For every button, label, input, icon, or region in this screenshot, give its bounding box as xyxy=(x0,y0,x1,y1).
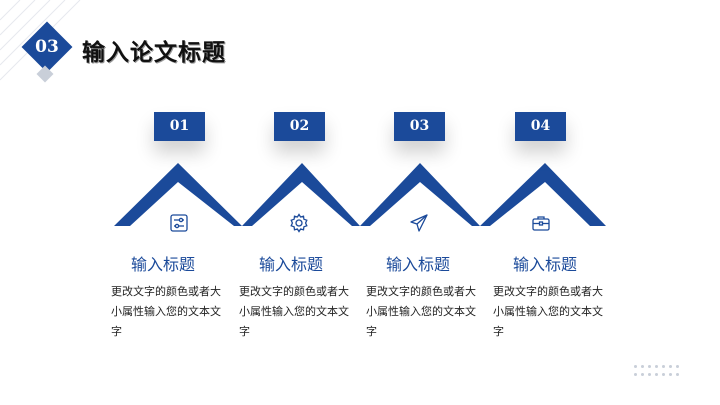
step-number-tab-2: 02 xyxy=(274,112,325,141)
page-title: 输入论文标题 xyxy=(82,40,226,66)
step-title-1: 输入标题 xyxy=(130,255,195,274)
dot-grid-decoration xyxy=(634,365,683,376)
step-description-2: 更改文字的颜色或者大小属性输入您的文本文字 xyxy=(239,285,349,338)
step-title-4: 输入标题 xyxy=(512,255,577,274)
briefcase-icon xyxy=(530,212,552,234)
step-title-3: 输入标题 xyxy=(385,255,450,274)
gear-icon xyxy=(288,212,310,234)
section-badge: 03 xyxy=(21,21,73,73)
step-description-3: 更改文字的颜色或者大小属性输入您的文本文字 xyxy=(366,285,476,338)
sliders-icon xyxy=(168,212,190,234)
step-number-tab-1: 01 xyxy=(154,112,205,141)
step-number-tab-4: 04 xyxy=(515,112,566,141)
paper-plane-icon xyxy=(408,212,430,234)
step-description-1: 更改文字的颜色或者大小属性输入您的文本文字 xyxy=(111,285,221,338)
step-description-4: 更改文字的颜色或者大小属性输入您的文本文字 xyxy=(493,285,603,338)
section-number: 03 xyxy=(35,37,59,57)
step-title-2: 输入标题 xyxy=(258,255,323,274)
step-number-tab-3: 03 xyxy=(394,112,445,141)
